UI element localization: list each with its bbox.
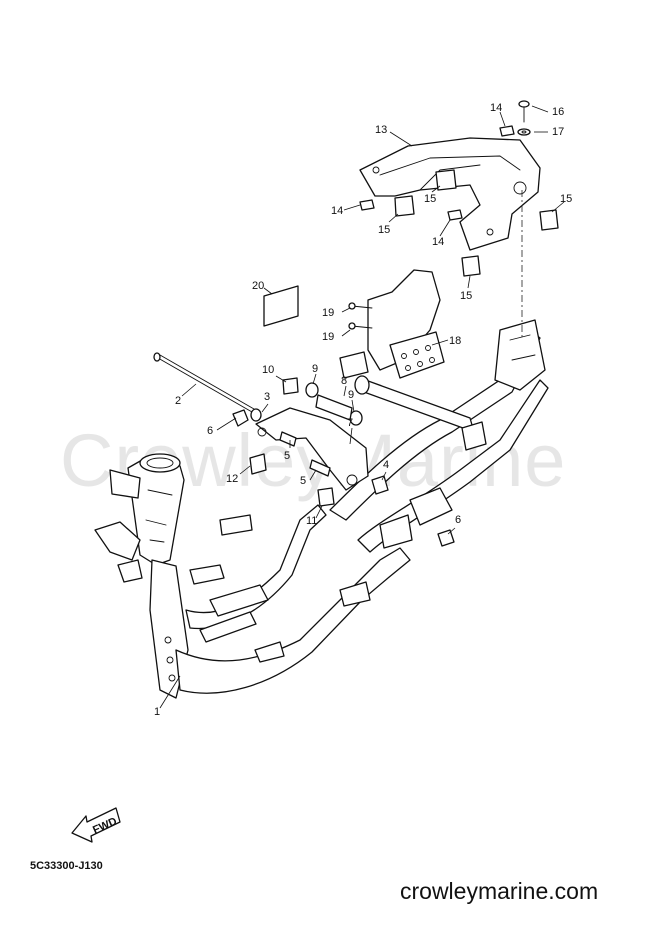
callout-5a: 5 [284,450,290,462]
callout-19a: 19 [322,307,334,319]
callout-labels: 1 2 3 4 5 5 6 6 7 8 9 9 10 11 12 13 14 1… [154,102,572,718]
callout-15d: 15 [460,290,472,302]
callout-6b: 6 [455,514,461,526]
label-plate [263,285,299,327]
callout-14a: 14 [331,205,343,217]
callout-14c: 14 [490,102,502,114]
callout-15b: 15 [424,193,436,205]
callout-9b: 9 [348,389,354,401]
callout-16: 16 [552,106,564,118]
engine-hanger [359,137,541,251]
callout-6a: 6 [207,425,213,437]
callout-10: 10 [262,364,274,376]
hardware [153,100,559,547]
callout-19b: 19 [322,331,334,343]
callout-14b: 14 [432,236,444,248]
main-frame [94,319,549,699]
callout-12: 12 [226,473,238,485]
callout-5b: 5 [300,475,306,487]
callout-20: 20 [252,280,264,292]
fwd-direction-arrow: FWD [71,807,121,843]
callout-9a: 9 [312,363,318,375]
callout-15a: 15 [378,224,390,236]
callout-13: 13 [375,124,387,136]
callout-3: 3 [264,391,270,403]
callout-11: 11 [306,515,317,527]
engine-mount-bracket [339,269,445,379]
website-link[interactable]: crowleymarine.com [400,878,599,904]
callout-7: 7 [347,417,353,429]
callout-4: 4 [383,459,389,471]
diagram-code: 5C33300-J130 [30,860,103,872]
callout-15c: 15 [560,193,572,205]
callout-17: 17 [552,126,564,138]
callout-8: 8 [341,375,347,387]
callout-18: 18 [449,335,461,347]
leader-lines [159,105,565,709]
callout-1: 1 [154,706,160,718]
long-bolt [157,357,253,413]
callout-2: 2 [175,395,181,407]
